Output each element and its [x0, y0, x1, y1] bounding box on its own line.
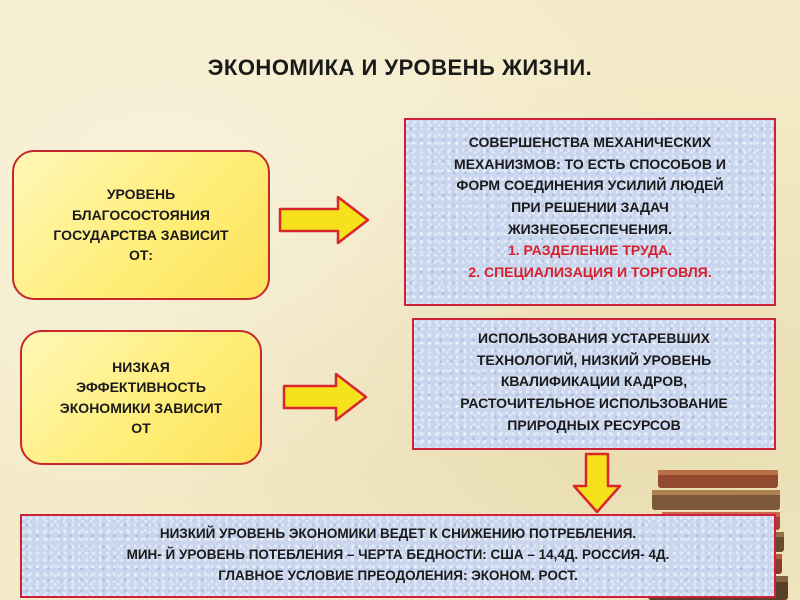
low-efficiency-box: НИЗКАЯ ЭФФЕКТИВНОСТЬ ЭКОНОМИКИ ЗАВИСИТ О…	[20, 330, 262, 465]
arrow-down-icon	[572, 452, 622, 514]
mechanisms-line: ФОРМ СОЕДИНЕНИЯ УСИЛИЙ ЛЮДЕЙ	[456, 177, 724, 194]
outdated-technology-line: КВАЛИФИКАЦИИ КАДРОВ,	[500, 373, 688, 390]
consumption-conclusion-box: НИЗКИЙ УРОВЕНЬ ЭКОНОМИКИ ВЕДЕТ К СНИЖЕНИ…	[20, 514, 776, 598]
outdated-technology-box: ИСПОЛЬЗОВАНИЯ УСТАРЕВШИХ ТЕХНОЛОГИЙ, НИЗ…	[412, 318, 776, 450]
wealth-level-line: ГОСУДАРСТВА ЗАВИСИТ	[53, 227, 229, 243]
mechanisms-line: ЖИЗНЕОБЕСПЕЧЕНИЯ.	[507, 220, 673, 237]
conclusion-line: МИН- Й УРОВЕНЬ ПОТЕБЛЕНИЯ – ЧЕРТА БЕДНОС…	[126, 546, 670, 562]
arrow-right-icon	[278, 195, 370, 245]
wealth-level-line: ОТ:	[129, 247, 153, 264]
wealth-level-box: УРОВЕНЬ БЛАГОСОСТОЯНИЯ ГОСУДАРСТВА ЗАВИС…	[12, 150, 270, 300]
arrow-right-icon	[282, 372, 368, 422]
mechanisms-line: МЕХАНИЗМОВ: ТО ЕСТЬ СПОСОБОВ И	[454, 155, 726, 172]
mechanisms-line: ПРИ РЕШЕНИИ ЗАДАЧ	[511, 199, 669, 216]
mechanisms-box: СОВЕРШЕНСТВА МЕХАНИЧЕСКИХ МЕХАНИЗМОВ: ТО…	[404, 118, 776, 306]
mechanisms-line: СОВЕРШЕНСТВА МЕХАНИЧЕСКИХ	[468, 134, 712, 150]
slide-title: ЭКОНОМИКА И УРОВЕНЬ ЖИЗНИ.	[207, 55, 593, 80]
list-item-specialization-trade: 2. СПЕЦИАЛИЗАЦИЯ И ТОРГОВЛЯ.	[468, 264, 712, 281]
outdated-technology-line: РАСТОЧИТЕЛЬНОЕ ИСПОЛЬЗОВАНИЕ	[460, 395, 728, 412]
outdated-technology-line: ПРИРОДНЫХ РЕСУРСОВ	[507, 416, 681, 433]
outdated-technology-line: ТЕХНОЛОГИЙ, НИЗКИЙ УРОВЕНЬ	[476, 351, 712, 368]
low-efficiency-line: ЭФФЕКТИВНОСТЬ	[76, 379, 206, 396]
list-item-division-of-labor: 1. РАЗДЕЛЕНИЕ ТРУДА.	[507, 242, 673, 259]
wealth-level-line: БЛАГОСОСТОЯНИЯ	[72, 206, 210, 223]
low-efficiency-line: ЭКОНОМИКИ ЗАВИСИТ	[59, 399, 223, 416]
low-efficiency-line: ОТ	[131, 419, 151, 436]
conclusion-line: ГЛАВНОЕ УСЛОВИЕ ПРЕОДОЛЕНИЯ: ЭКОНОМ. РОС…	[218, 567, 578, 583]
conclusion-line: НИЗКИЙ УРОВЕНЬ ЭКОНОМИКИ ВЕДЕТ К СНИЖЕНИ…	[159, 526, 637, 541]
low-efficiency-line: НИЗКАЯ	[112, 358, 170, 375]
outdated-technology-line: ИСПОЛЬЗОВАНИЯ УСТАРЕВШИХ	[478, 330, 710, 346]
wealth-level-line: УРОВЕНЬ	[106, 186, 176, 203]
